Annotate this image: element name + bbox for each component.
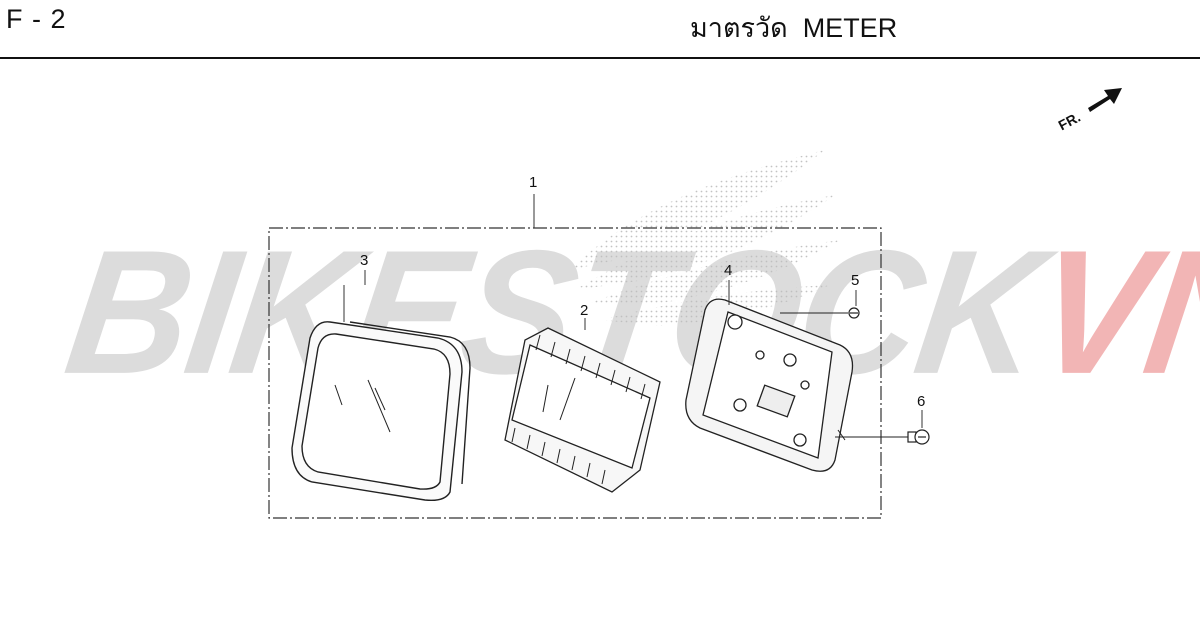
- part-4-meter-case: [685, 298, 854, 472]
- callout-4: 4: [724, 262, 733, 279]
- wing-logo-icon: [570, 150, 840, 326]
- part-6-bolt: [835, 429, 930, 445]
- part-2-lcd-display-unit: [504, 327, 661, 493]
- part-5-screw: [780, 307, 860, 319]
- callout-3: 3: [360, 252, 369, 269]
- assembly-outline: [268, 227, 882, 519]
- part-3-meter-lens-cover: [291, 321, 471, 502]
- callout-2: 2: [580, 302, 589, 319]
- page-code: F - 2: [6, 4, 67, 34]
- callout-5: 5: [851, 272, 860, 289]
- header-divider: [0, 57, 1200, 59]
- front-direction-arrow-icon: [1088, 88, 1122, 112]
- callout-6: 6: [917, 393, 926, 410]
- callout-1: 1: [529, 174, 538, 191]
- page-title: มาตรวัด METER: [690, 13, 898, 43]
